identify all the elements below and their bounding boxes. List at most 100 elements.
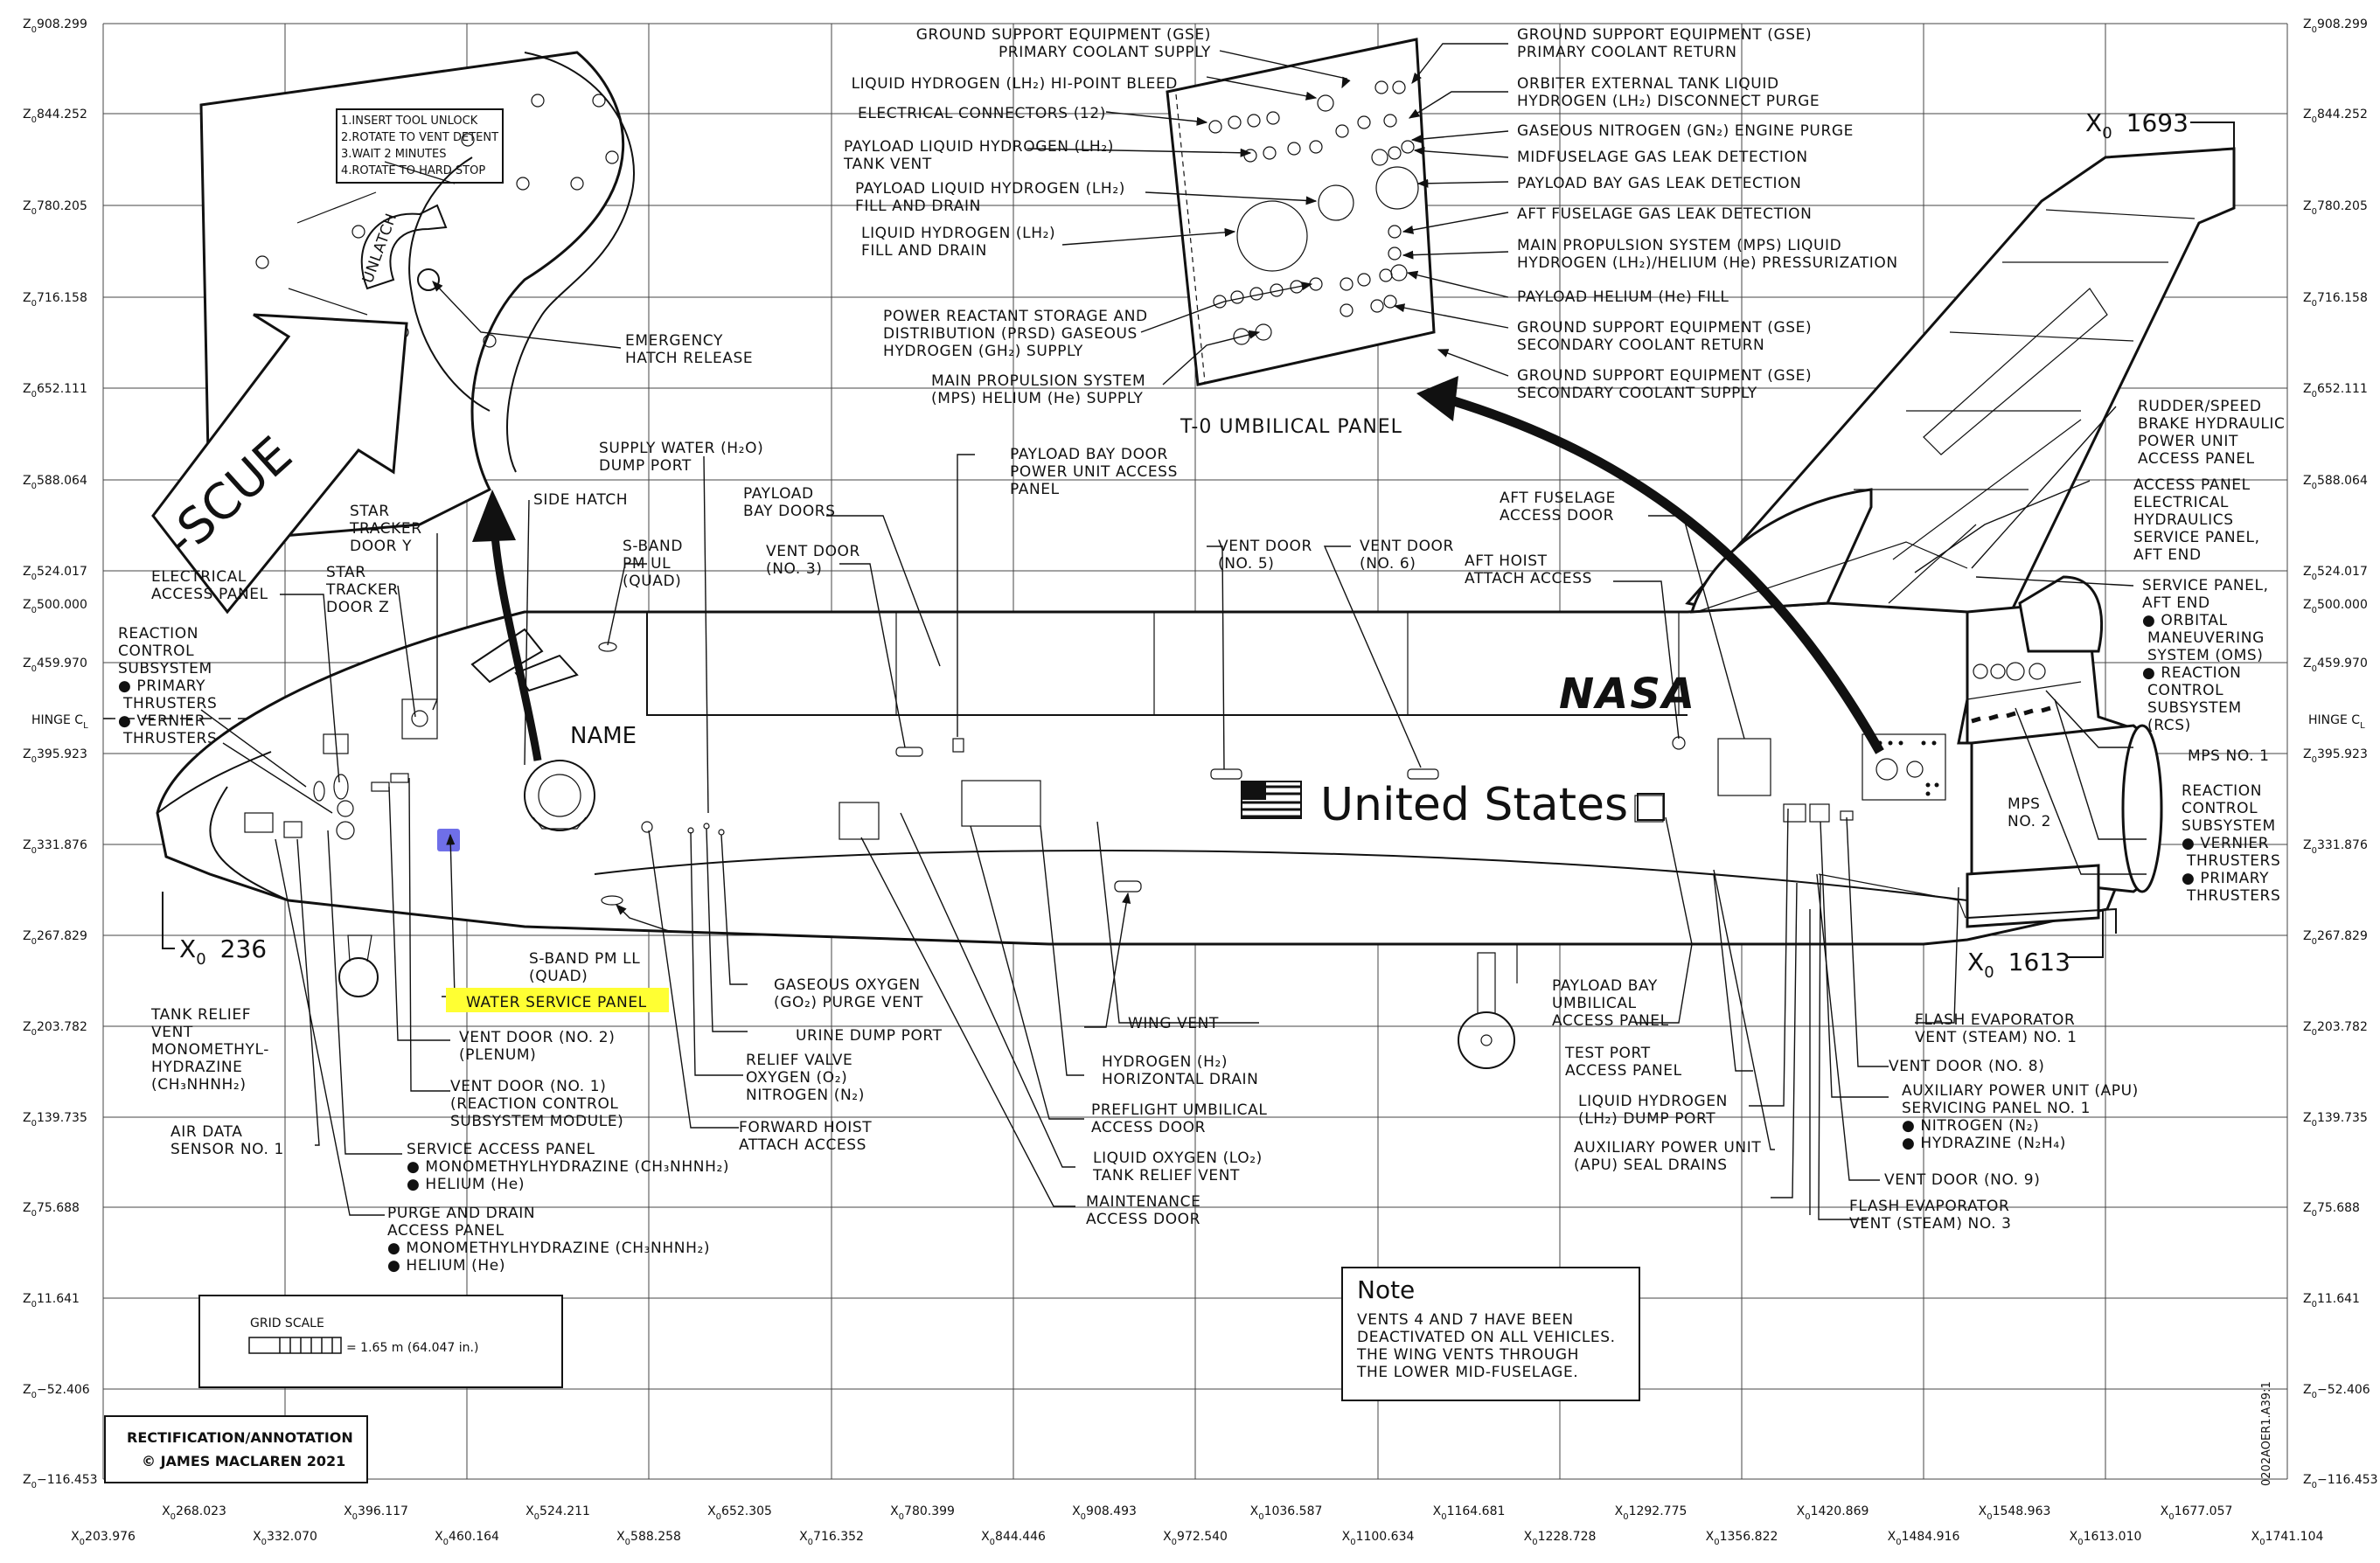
- document-id: 0202AOER1.A39:1: [2260, 1381, 2273, 1486]
- z-label-left: Z0908.299: [23, 17, 87, 35]
- label-apu-service: AUXILIARY POWER UNIT (APU)SERVICING PANE…: [1902, 1082, 2139, 1152]
- x-label-lower: X01741.104: [2251, 1530, 2324, 1547]
- fuselage: [156, 601, 2126, 946]
- umbilical-callout-arrow: [1450, 395, 1884, 754]
- x-label-upper: X0524.211: [525, 1504, 590, 1522]
- label-vent-door-9: VENT DOOR (NO. 9): [1884, 1171, 2040, 1189]
- z-label-right: Z0908.299: [2303, 17, 2368, 35]
- label-gse-primary-return: GROUND SUPPORT EQUIPMENT (GSE)PRIMARY CO…: [1517, 26, 1812, 61]
- z-label-left: Z0267.829: [23, 929, 87, 947]
- label-mps-1: MPS NO. 1: [2188, 747, 2270, 765]
- z-label-left: Z0524.017: [23, 565, 87, 582]
- label-elec-connectors: ELECTRICAL CONNECTORS (12): [858, 105, 1106, 122]
- z-label-left: Z0395.923: [23, 747, 87, 765]
- z-label-right: Z0139.735: [2303, 1111, 2368, 1129]
- x-label-lower: X0844.446: [981, 1530, 1046, 1547]
- z-label-right: Z0588.064: [2303, 474, 2368, 491]
- hatch-instructions-box: [336, 108, 504, 184]
- star-tracker-door: [401, 698, 438, 740]
- cockpit-window: [470, 628, 544, 684]
- z-label-right: Z0331.876: [2303, 838, 2368, 856]
- z-label-left: Z0844.252: [23, 108, 87, 125]
- label-gse-secondary-supply: GROUND SUPPORT EQUIPMENT (GSE)SECONDARY …: [1517, 367, 1812, 402]
- label-payload-lh2-fill: PAYLOAD LIQUID HYDROGEN (LH₂)FILL AND DR…: [855, 180, 1125, 215]
- x-label-upper: X0908.493: [1072, 1504, 1137, 1522]
- credit-line1: RECTIFICATION/ANNOTATION: [127, 1429, 353, 1446]
- z-label-left: Z0−52.406: [23, 1383, 90, 1400]
- callout-labels: GROUND SUPPORT EQUIPMENT (GSE)PRIMARY CO…: [118, 26, 2286, 1275]
- label-mps-helium: MAIN PROPULSION SYSTEM(MPS) HELIUM (He) …: [931, 372, 1145, 407]
- label-aft-fuse-leak: AFT FUSELAGE GAS LEAK DETECTION: [1517, 205, 1812, 223]
- x-label-lower: X0460.164: [435, 1530, 499, 1547]
- nose-landing-gear: [338, 957, 379, 997]
- z-label-right: Z0−116.453: [2303, 1473, 2378, 1490]
- z-axis-right-labels: Z0908.299Z0844.252Z0780.205Z0716.158Z065…: [2303, 17, 2378, 1490]
- z-label-right: Z0716.158: [2303, 291, 2368, 309]
- x-label-upper: X01036.587: [1250, 1504, 1323, 1522]
- label-vent-door-5: VENT DOOR(NO. 5): [1218, 538, 1312, 573]
- label-vent-door-2: VENT DOOR (NO. 2)(PLENUM): [459, 1029, 615, 1064]
- label-service-aft: SERVICE PANEL,AFT END● ORBITAL MANEUVERI…: [2142, 577, 2269, 734]
- z-label-right: Z011.641: [2303, 1292, 2360, 1309]
- hinge-label-left: HINGE CL: [31, 713, 88, 731]
- grid-scale-title: GRID SCALE: [250, 1316, 324, 1330]
- label-lh2-hipoint: LIQUID HYDROGEN (LH₂) HI-POINT BLEED: [852, 75, 1178, 93]
- z-label-right: Z0780.205: [2303, 199, 2368, 217]
- wing-glove: [594, 849, 1968, 901]
- water-service-panel-highlight: [446, 988, 669, 1012]
- x-label-lower: X0588.258: [616, 1530, 681, 1547]
- z-label-right: Z0395.923: [2303, 747, 2368, 765]
- z-label-left: Z0203.782: [23, 1020, 87, 1038]
- x-label-upper: X0652.305: [707, 1504, 772, 1522]
- label-lh2-dump: LIQUID HYDROGEN(LH₂) DUMP PORT: [1578, 1093, 1728, 1128]
- label-payload-lh2-vent: PAYLOAD LIQUID HYDROGEN (LH₂)TANK VENT: [843, 138, 1114, 173]
- window-box-marker: [1637, 793, 1665, 821]
- z-label-left: Z0331.876: [23, 838, 87, 856]
- leader-lines: [200, 43, 2147, 1220]
- emergency-hatch-release-handle: [417, 268, 440, 291]
- z-label-left: Z075.688: [23, 1201, 80, 1219]
- unlatch-arrow: [360, 204, 448, 290]
- label-payload-bay-leak: PAYLOAD BAY GAS LEAK DETECTION: [1517, 175, 1801, 192]
- hatch-callout-arrow: [490, 524, 542, 761]
- z-label-left: Z0780.205: [23, 199, 87, 217]
- label-vent-door-3: VENT DOOR(NO. 3): [766, 543, 860, 578]
- payload-bay-door-outline: [646, 612, 1688, 716]
- oms-nozzle: [2018, 575, 2104, 653]
- label-apu-seal: AUXILIARY POWER UNIT(APU) SEAL DRAINS: [1574, 1139, 1761, 1174]
- label-gn2-purge: GASEOUS NITROGEN (GN₂) ENGINE PURGE: [1517, 122, 1854, 140]
- z-label-right: Z075.688: [2303, 1201, 2360, 1219]
- label-lh2-fill: LIQUID HYDROGEN (LH₂)FILL AND DRAIN: [861, 225, 1055, 260]
- z-label-right: Z0500.000: [2303, 598, 2368, 615]
- grid-scale-bar: [248, 1337, 342, 1354]
- label-h2-drain: HYDROGEN (H₂)HORIZONTAL DRAIN: [1102, 1053, 1258, 1088]
- name-lettering: NAME: [570, 723, 637, 749]
- label-lo2-relief: LIQUID OXYGEN (LO₂)TANK RELIEF VENT: [1092, 1150, 1263, 1184]
